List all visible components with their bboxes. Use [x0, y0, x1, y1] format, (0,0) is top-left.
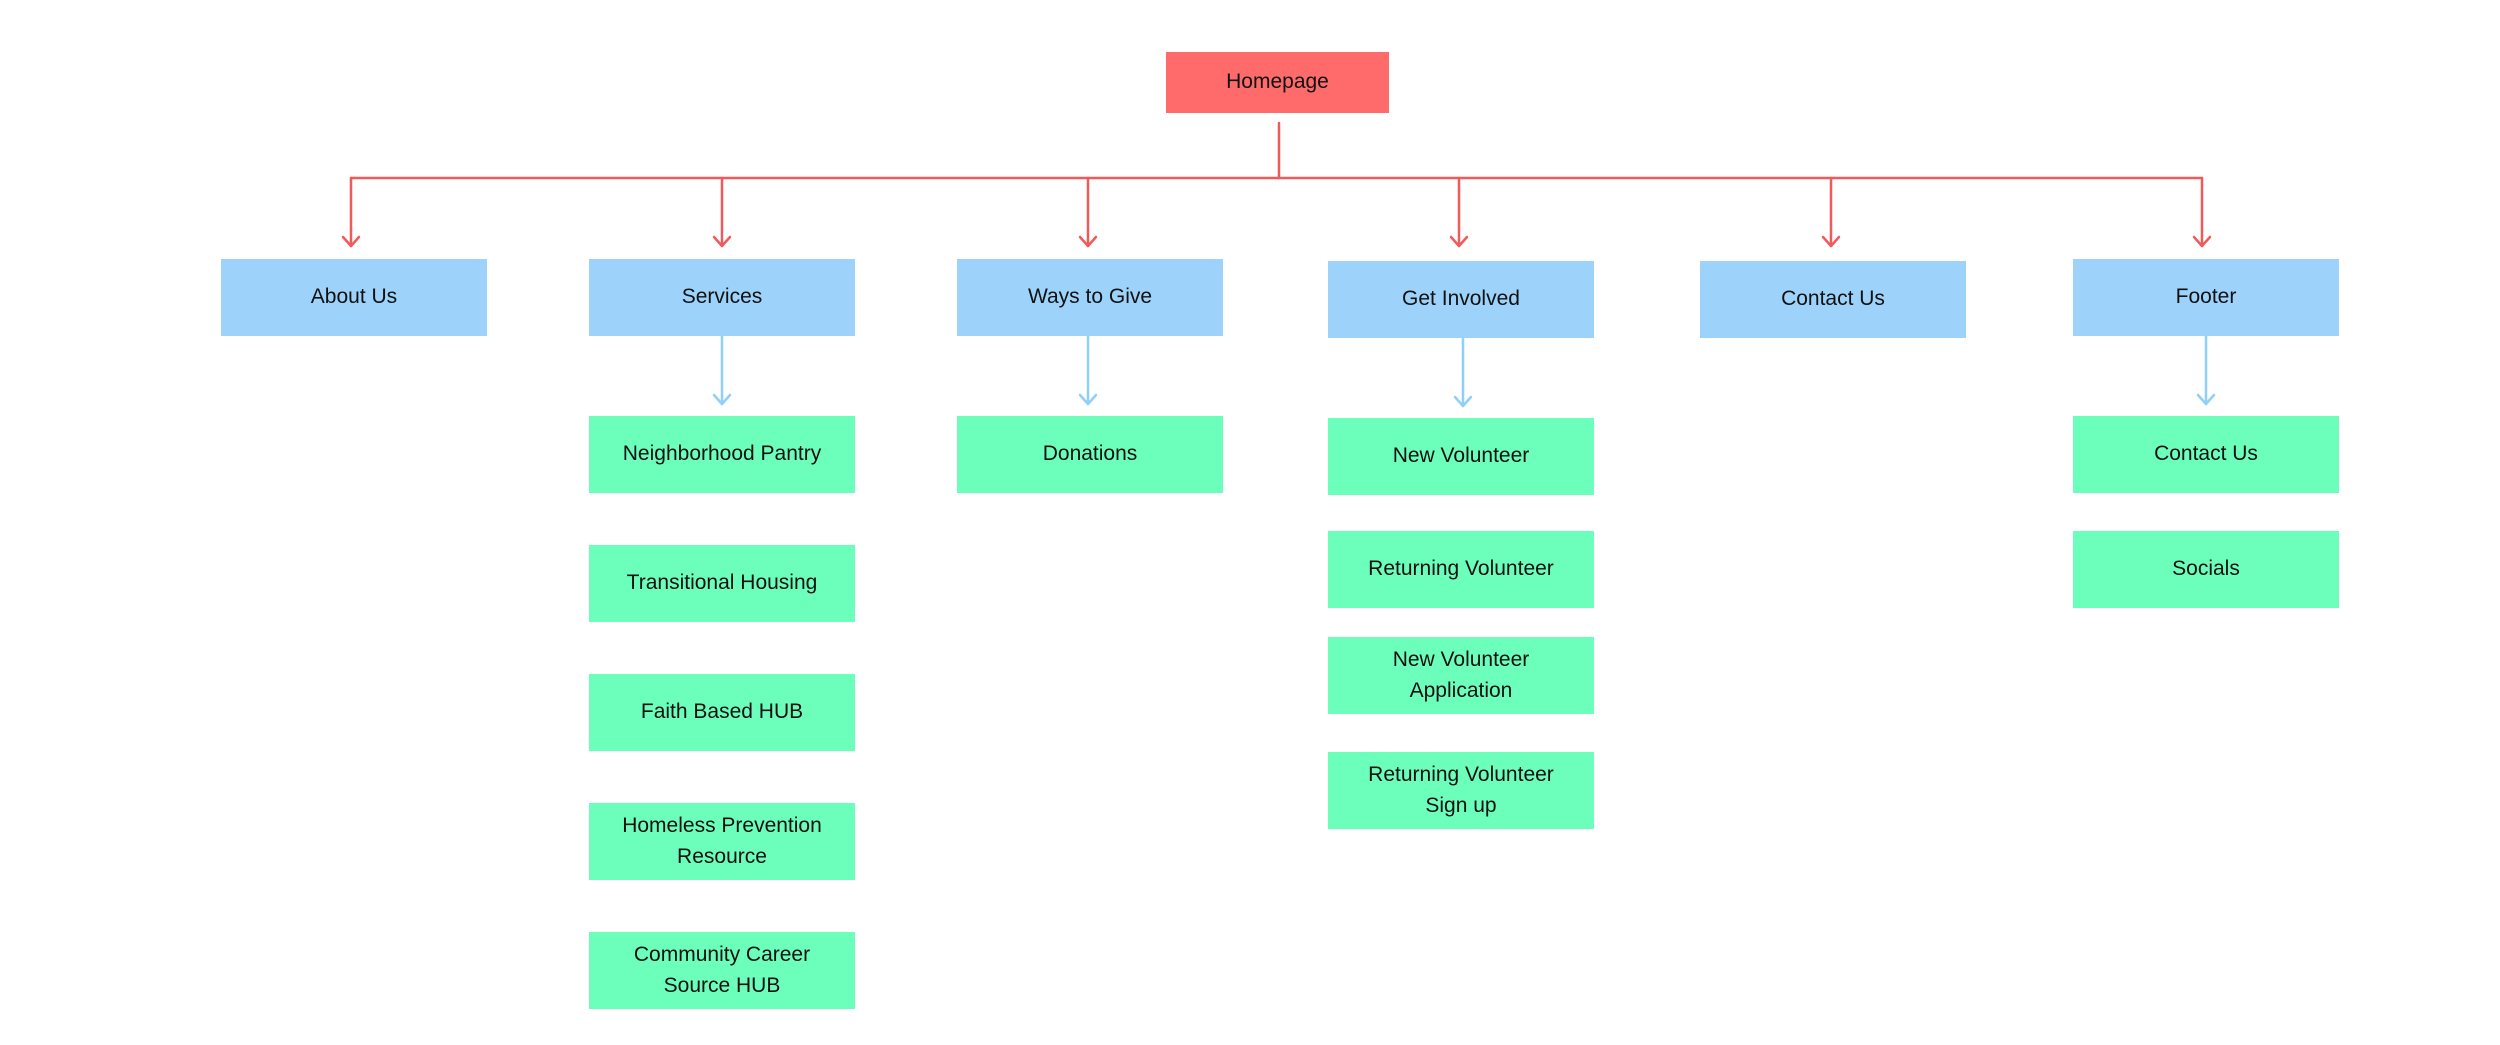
page-returning-volunteer: Returning Volunteer — [1328, 531, 1594, 608]
page-community-career-source-hub: Community Career Source HUB — [589, 932, 855, 1009]
section-footer: Footer — [2073, 259, 2339, 336]
page-new-volunteer-application: New Volunteer Application — [1328, 637, 1594, 714]
arrow-to-about-us-head — [341, 235, 361, 248]
arrow-to-ways-to-give-head — [1078, 235, 1098, 248]
section-get-involved: Get Involved — [1328, 261, 1594, 338]
section-contact-us: Contact Us — [1700, 261, 1966, 338]
arrow-to-contact-us-head — [1821, 235, 1841, 248]
page-faith-based-hub: Faith Based HUB — [589, 674, 855, 751]
arrow-to-footer-head — [2192, 235, 2212, 248]
arrow-footer-children-head — [2196, 393, 2216, 406]
arrow-get-involved-children-head — [1453, 395, 1473, 408]
arrow-ways-to-give-children-head — [1078, 393, 1098, 406]
page-neighborhood-pantry: Neighborhood Pantry — [589, 416, 855, 493]
section-services: Services — [589, 259, 855, 336]
page-homeless-prevention-resource: Homeless Prevention Resource — [589, 803, 855, 880]
page-footer-contact-us: Contact Us — [2073, 416, 2339, 493]
section-ways-to-give: Ways to Give — [957, 259, 1223, 336]
homepage-node: Homepage — [1166, 52, 1389, 113]
arrow-to-services-head — [712, 235, 732, 248]
page-transitional-housing: Transitional Housing — [589, 545, 855, 622]
page-new-volunteer: New Volunteer — [1328, 418, 1594, 495]
arrow-to-get-involved-head — [1449, 235, 1469, 248]
page-returning-volunteer-sign-up: Returning Volunteer Sign up — [1328, 752, 1594, 829]
arrow-services-children-head — [712, 393, 732, 406]
page-socials: Socials — [2073, 531, 2339, 608]
page-donations: Donations — [957, 416, 1223, 493]
section-about-us: About Us — [221, 259, 487, 336]
